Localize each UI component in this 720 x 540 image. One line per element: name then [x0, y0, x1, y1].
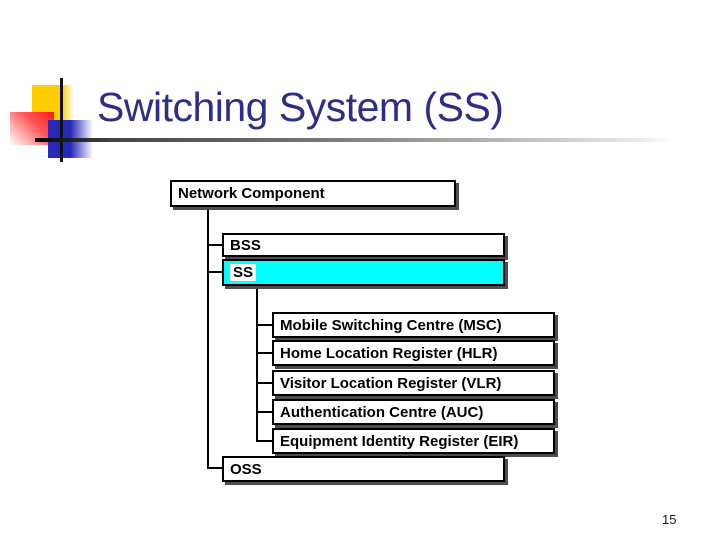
- node-auc[interactable]: Authentication Centre (AUC): [272, 399, 555, 425]
- node-label: Home Location Register (HLR): [280, 344, 498, 362]
- title-underline-rule: [35, 138, 671, 142]
- tree-branch-msc: [256, 324, 272, 326]
- tree-trunk-root: [207, 207, 209, 469]
- node-hlr[interactable]: Home Location Register (HLR): [272, 340, 555, 366]
- tree-branch-vlr: [256, 382, 272, 384]
- tree-trunk-ss-children: [256, 286, 258, 442]
- node-bss[interactable]: BSS: [222, 233, 505, 257]
- node-label: Mobile Switching Centre (MSC): [280, 316, 502, 334]
- node-label-highlighted: SS: [230, 264, 257, 281]
- node-label: BSS: [230, 236, 261, 254]
- node-msc[interactable]: Mobile Switching Centre (MSC): [272, 312, 555, 338]
- logo-vertical-line: [60, 78, 63, 162]
- tree-branch-bss: [207, 244, 222, 246]
- node-oss[interactable]: OSS: [222, 456, 505, 482]
- node-label: Authentication Centre (AUC): [280, 403, 484, 421]
- tree-branch-hlr: [256, 352, 272, 354]
- node-label: Network Component: [178, 185, 325, 202]
- slide-title: Switching System (SS): [97, 84, 504, 130]
- node-ss-selected[interactable]: SS: [222, 259, 505, 286]
- tree-branch-auc: [256, 411, 272, 413]
- node-network-component[interactable]: Network Component: [170, 180, 456, 207]
- node-label: OSS: [230, 460, 262, 478]
- tree-branch-oss: [207, 467, 222, 469]
- page-number: 15: [662, 512, 677, 527]
- tree-branch-ss: [207, 271, 222, 273]
- node-eir[interactable]: Equipment Identity Register (EIR): [272, 428, 555, 454]
- node-label: Visitor Location Register (VLR): [280, 374, 502, 392]
- tree-branch-eir: [256, 440, 272, 442]
- node-vlr[interactable]: Visitor Location Register (VLR): [272, 370, 555, 396]
- node-label: Equipment Identity Register (EIR): [280, 432, 519, 450]
